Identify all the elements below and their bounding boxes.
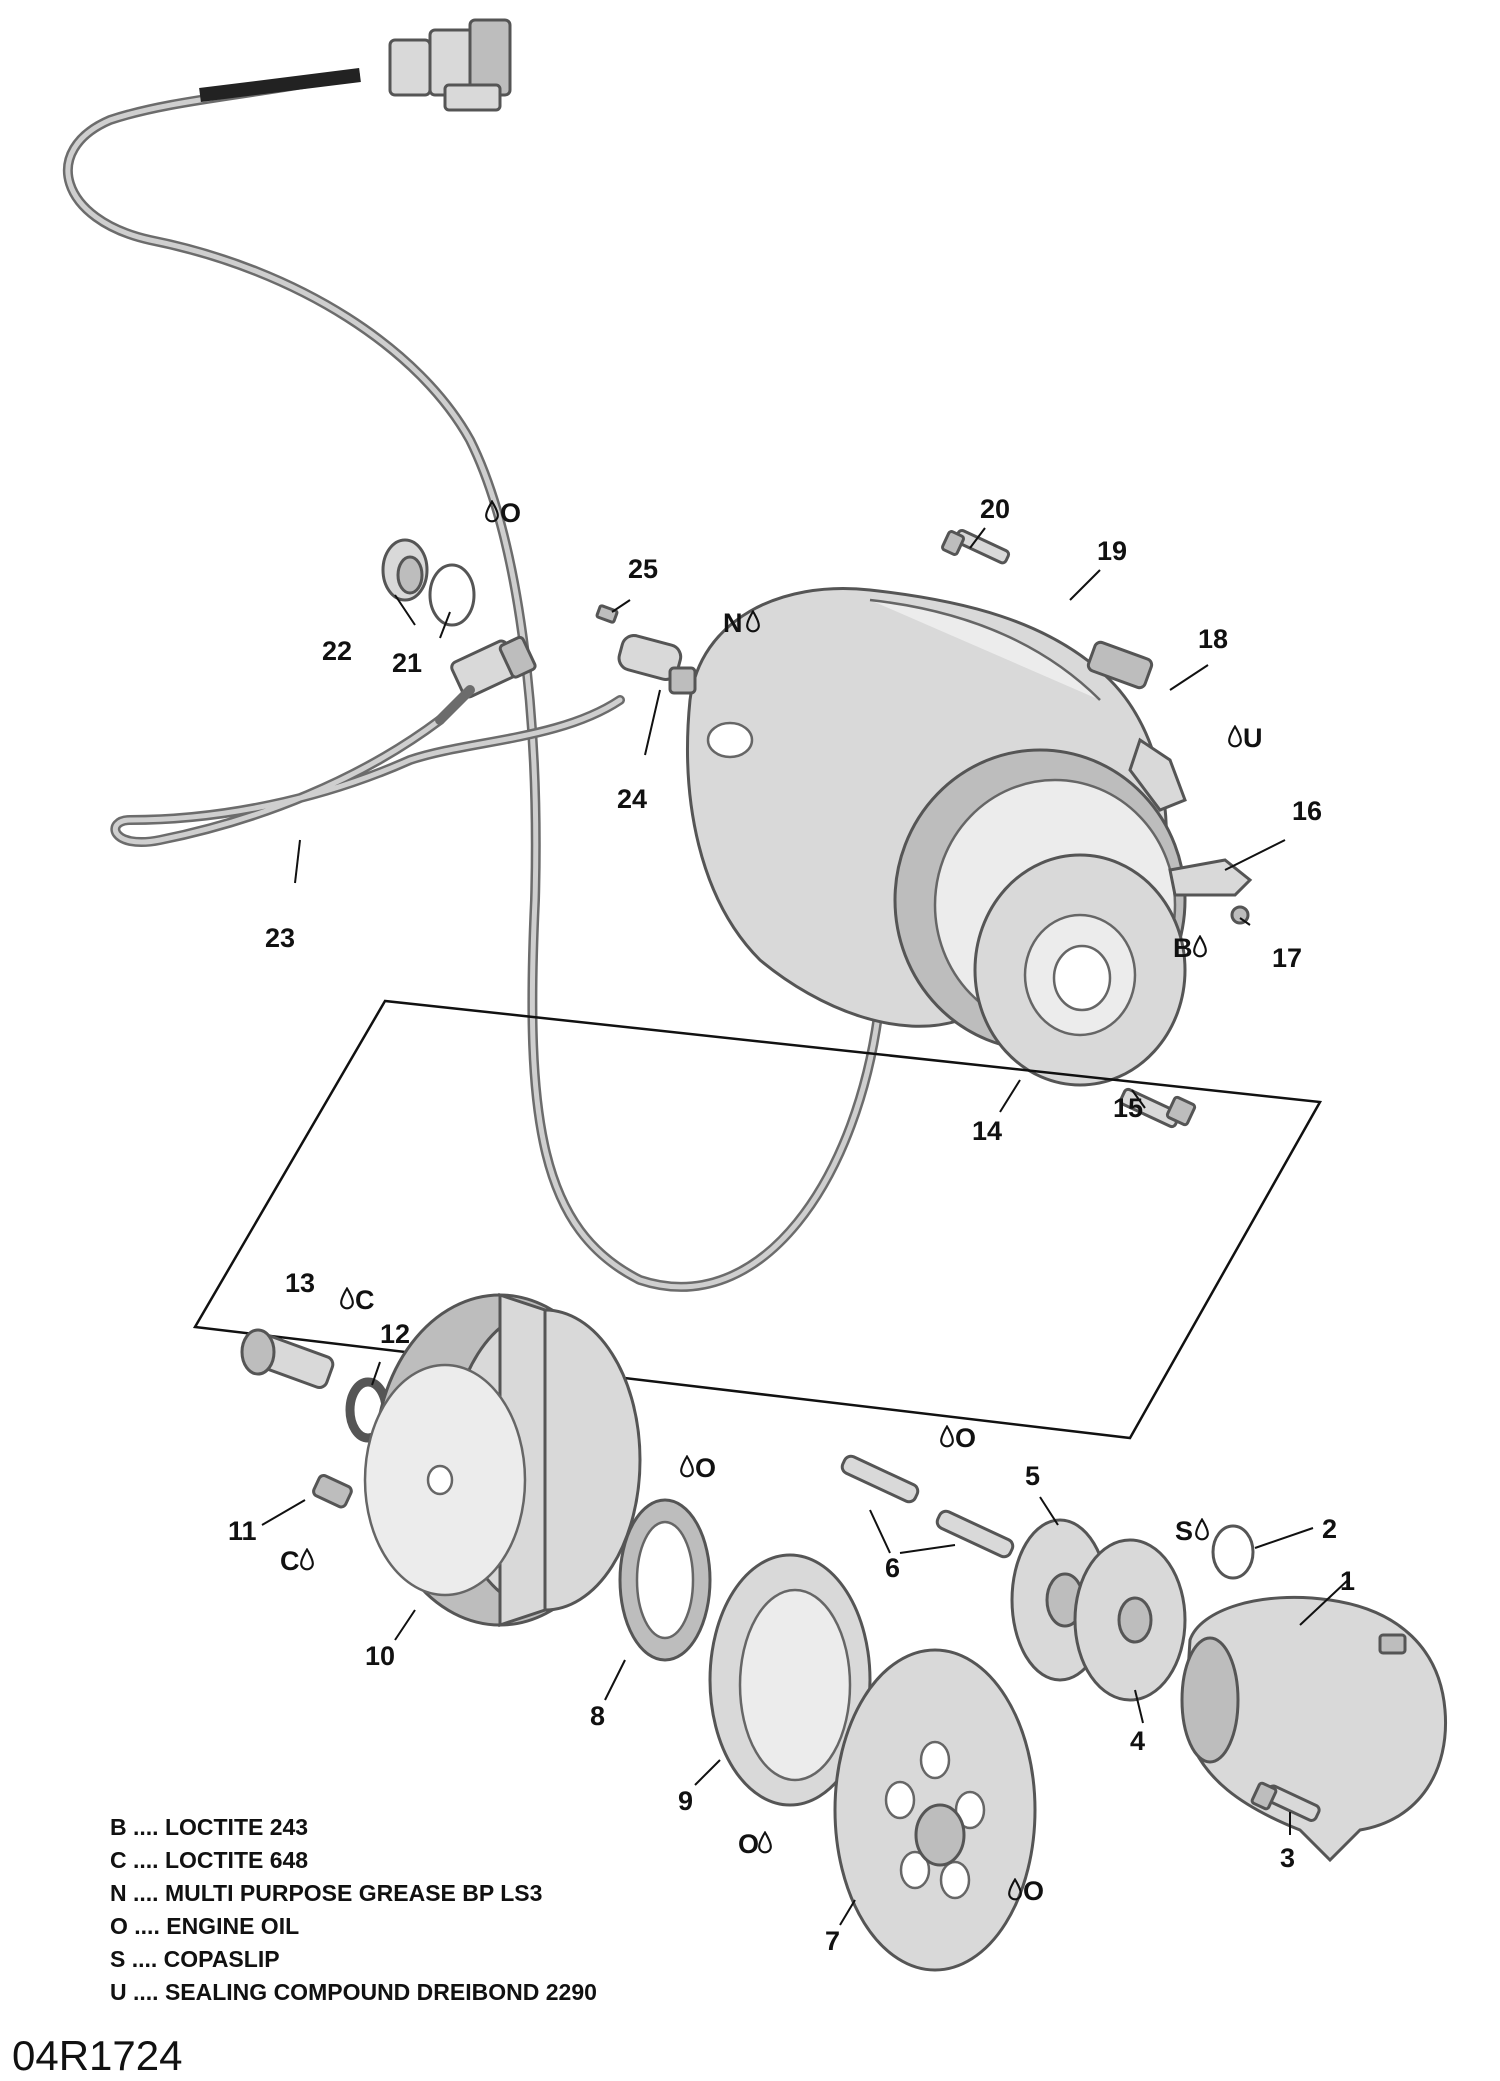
- svg-text:N: N: [723, 608, 743, 638]
- wiring-harness: [63, 68, 985, 1292]
- legend-line-u: U .... SEALING COMPOUND DREIBOND 2290: [110, 1979, 597, 2005]
- flywheel-10: [363, 1292, 642, 1628]
- callout-9: 9: [678, 1786, 693, 1816]
- svg-text:C: C: [355, 1285, 375, 1315]
- callout-2: 2: [1322, 1514, 1337, 1544]
- callout-6: 6: [885, 1553, 900, 1583]
- grommet-18: [1128, 737, 1187, 812]
- legend-line-c: C .... LOCTITE 648: [110, 1847, 308, 1873]
- svg-text:O: O: [500, 498, 521, 528]
- oil-drop-icon: [1228, 725, 1242, 748]
- o-ring-21: [428, 563, 476, 627]
- callout-22: 22: [322, 636, 352, 666]
- callout-labels: 1 2 3 4 5 6 7 8 9 10 11 12 13 14 15 16 1…: [228, 494, 1355, 1956]
- callout-25: 25: [628, 554, 658, 584]
- oil-drop-icon: [940, 1425, 954, 1448]
- screw-17: [1230, 905, 1250, 925]
- oil-drop-icon: [1195, 1518, 1209, 1541]
- compound-symbols: O N U B C C O O S: [280, 498, 1263, 1906]
- symbol-o-7: O: [1008, 1876, 1044, 1906]
- callout-24: 24: [617, 784, 647, 814]
- symbol-o-9: O: [738, 1829, 772, 1859]
- svg-text:S: S: [1175, 1516, 1193, 1546]
- starter-gear-7: [833, 1648, 1037, 1972]
- plug-22: [381, 538, 429, 602]
- wire-clamp-16: [1168, 858, 1253, 897]
- oil-drop-icon: [758, 1831, 772, 1854]
- ring-8: [618, 1498, 712, 1662]
- oil-drop-icon: [680, 1455, 694, 1478]
- callout-12: 12: [380, 1319, 410, 1349]
- callout-14: 14: [972, 1116, 1002, 1146]
- oil-drop-icon: [340, 1287, 354, 1310]
- bolt-15: [1119, 1087, 1197, 1129]
- callout-3: 3: [1280, 1843, 1295, 1873]
- symbol-o-21: O: [485, 498, 521, 528]
- pins-6: [840, 1454, 1015, 1559]
- callout-11: 11: [228, 1516, 257, 1546]
- drawing-id: 04R1724: [12, 2032, 182, 2079]
- o-ring-2: [1211, 1524, 1255, 1580]
- callout-20: 20: [980, 494, 1010, 524]
- starter-motor-1: [1180, 1595, 1448, 1863]
- svg-text:U: U: [1243, 723, 1263, 753]
- oil-drop-icon: [1193, 935, 1207, 958]
- detail-box: [192, 999, 1323, 1440]
- callout-7: 7: [825, 1926, 840, 1956]
- symbol-o-6: O: [940, 1423, 976, 1453]
- bolt-3: [1250, 1781, 1321, 1822]
- sensor-24: [617, 634, 697, 695]
- leader-lines: [261, 527, 1349, 1926]
- bolt-20: [941, 528, 1011, 565]
- svg-text:O: O: [695, 1453, 716, 1483]
- symbol-c-11: C: [280, 1546, 314, 1576]
- flywheel-bolt-13: [240, 1328, 335, 1389]
- gear-4: [1073, 1538, 1187, 1702]
- svg-text:O: O: [1023, 1876, 1044, 1906]
- callout-17: 17: [1272, 943, 1302, 973]
- legend-line-o: O .... ENGINE OIL: [110, 1913, 299, 1939]
- compound-legend: B .... LOCTITE 243 C .... LOCTITE 648 N …: [110, 1814, 597, 2005]
- symbol-u-18: U: [1228, 723, 1263, 753]
- callout-15: 15: [1113, 1093, 1143, 1123]
- symbol-o-8: O: [680, 1453, 716, 1483]
- callout-5: 5: [1025, 1461, 1040, 1491]
- symbol-b-17: B: [1173, 933, 1207, 963]
- oil-drop-icon: [300, 1548, 314, 1571]
- svg-text:C: C: [280, 1546, 300, 1576]
- svg-text:B: B: [1173, 933, 1193, 963]
- callout-13: 13: [285, 1268, 315, 1298]
- symbol-n-24: N: [723, 608, 760, 638]
- cover-9: [708, 1553, 872, 1807]
- callout-8: 8: [590, 1701, 605, 1731]
- svg-text:O: O: [738, 1829, 759, 1859]
- callout-10: 10: [365, 1641, 395, 1671]
- callout-18: 18: [1198, 624, 1228, 654]
- callout-1: 1: [1340, 1566, 1355, 1596]
- symbol-c-13: C: [340, 1285, 375, 1315]
- svg-text:O: O: [955, 1423, 976, 1453]
- stator: [973, 853, 1187, 1087]
- plug-connector: [435, 635, 537, 725]
- legend-line-s: S .... COPASLIP: [110, 1946, 280, 1972]
- callout-19: 19: [1097, 536, 1127, 566]
- callout-21: 21: [392, 648, 422, 678]
- callout-23: 23: [265, 923, 295, 953]
- woodruff-key-11: [312, 1473, 353, 1509]
- legend-line-b: B .... LOCTITE 243: [110, 1814, 308, 1840]
- harness-connector: [388, 18, 512, 112]
- legend-line-n: N .... MULTI PURPOSE GREASE BP LS3: [110, 1880, 542, 1906]
- screw-25: [595, 604, 619, 624]
- callout-4: 4: [1130, 1726, 1145, 1756]
- callout-16: 16: [1292, 796, 1322, 826]
- symbol-s-2: S: [1175, 1516, 1209, 1546]
